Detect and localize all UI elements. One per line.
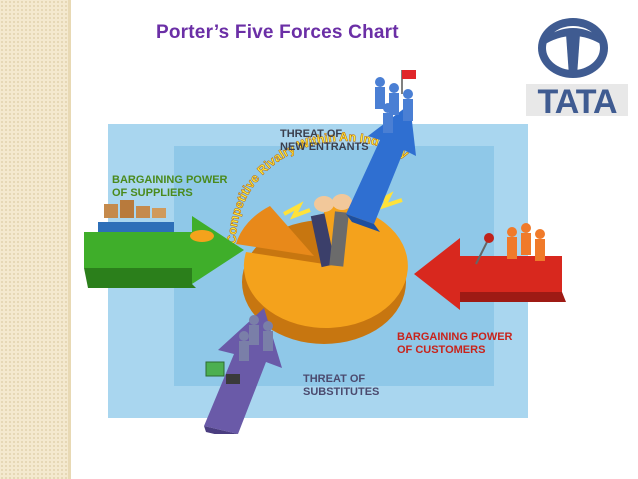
flag-icon [402,70,416,79]
label-threat-of-new-entrants: THREAT OF NEW ENTRANTS [280,128,369,154]
label-line: OF CUSTOMERS [397,344,486,356]
chip-icon [205,361,225,377]
substitutes-arrow [204,308,282,434]
label-bargaining-power-of-suppliers: BARGAINING POWER OF SUPPLIERS [112,174,228,200]
customers-arrow [414,238,566,310]
new-entrants-people [375,70,416,133]
tata-logo-icon: TATA [526,18,628,118]
label-line: SUBSTITUTES [303,386,380,398]
tata-logo-text: TATA [537,83,617,118]
label-line: OF SUPPLIERS [112,187,193,199]
decorative-left-border [0,0,68,479]
slide-title: Porter’s Five Forces Chart [156,22,399,43]
label-bargaining-power-of-customers: BARGAINING POWER OF CUSTOMERS [397,331,513,357]
lever-knob-icon [484,233,494,243]
five-forces-diagram: Competitive Rivalry Within An Industry [84,70,566,434]
substitutes-people-illustration [205,315,273,384]
label-line: THREAT OF [303,373,366,385]
border-divider [68,0,71,479]
label-line: BARGAINING POWER [397,331,513,343]
label-line: NEW ENTRANTS [280,141,369,153]
customer-people-illustration [475,223,545,265]
label-threat-of-substitutes: THREAT OF SUBSTITUTES [303,373,379,399]
label-line: THREAT OF [280,128,343,140]
label-line: BARGAINING POWER [112,174,228,186]
new-entrants-arrow [346,104,416,232]
supplier-boxes-illustration [98,200,214,242]
